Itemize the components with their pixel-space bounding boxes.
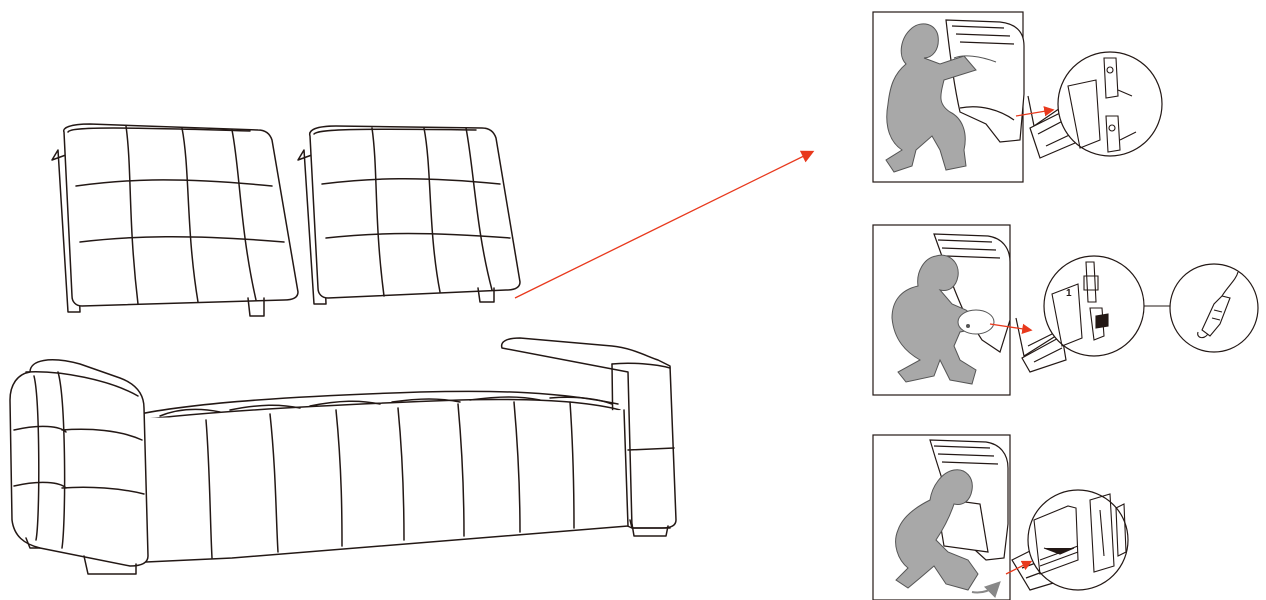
step-2-panel: 1 — [872, 224, 1259, 396]
step-2-callout-label: 1 — [1066, 288, 1072, 299]
person-sliding-backrest-icon — [895, 469, 979, 591]
step-1-panel — [872, 11, 1163, 183]
backrest-cushion-left — [51, 123, 299, 317]
bolt-connector-icon — [1051, 261, 1109, 347]
person-crouching-bracket-icon — [891, 254, 977, 385]
person-lifting-backrest-icon — [885, 23, 977, 173]
backrest-cushion-right — [297, 125, 521, 305]
bracket-hook-icon — [1067, 57, 1137, 153]
step-3-panel — [872, 434, 1129, 600]
main-arrow — [514, 150, 815, 299]
rail-slot-icon — [1033, 493, 1127, 575]
sofa-illustration — [9, 123, 677, 575]
bolt-detail-icon — [1197, 271, 1239, 339]
sofa-base — [9, 337, 677, 575]
